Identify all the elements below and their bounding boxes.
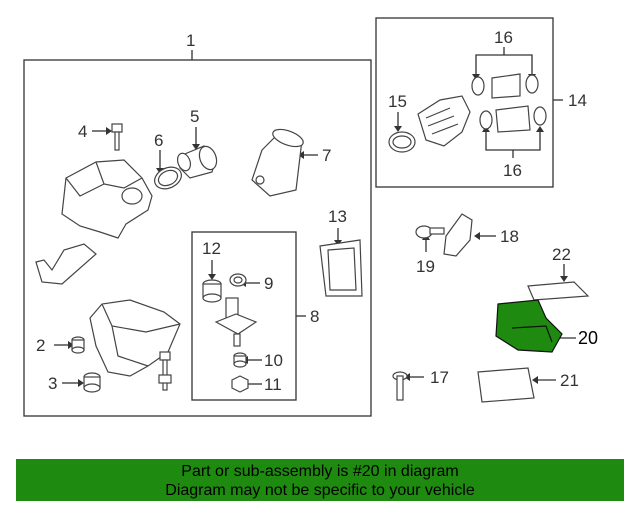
- callout-20: 20: [578, 328, 598, 348]
- callout-17: 17: [430, 368, 449, 387]
- bolt-19: [415, 225, 445, 239]
- pad-21: [477, 367, 535, 403]
- duct-13: [319, 239, 363, 297]
- callout-19: 19: [416, 257, 435, 276]
- hose-connector-5: [176, 145, 218, 179]
- nut-11: [231, 375, 249, 393]
- callout-9: 9: [264, 274, 273, 293]
- info-banner: Part or sub-assembly is #20 in diagram D…: [16, 459, 624, 501]
- assembly-14-frame: [375, 17, 554, 188]
- callout-10: 10: [264, 351, 283, 370]
- callout-6: 6: [154, 131, 163, 150]
- air-filter-7: [251, 128, 304, 197]
- clamp-15: [388, 131, 416, 153]
- callout-15: 15: [388, 92, 407, 111]
- clamp-16-upper-right: [525, 74, 539, 94]
- callout-4: 4: [78, 122, 87, 141]
- highlighted-part-20: [495, 299, 563, 353]
- callout-7: 7: [322, 146, 331, 165]
- assembly-1-frame: [23, 59, 372, 417]
- clamp-16-lower-left: [479, 110, 493, 130]
- callout-2: 2: [36, 336, 45, 355]
- sensor-8: [214, 297, 258, 347]
- callout-21: 21: [560, 371, 579, 390]
- callout-3: 3: [48, 374, 57, 393]
- bolt-17: [392, 371, 408, 401]
- callout-5: 5: [190, 107, 199, 126]
- grommet-9: [229, 273, 247, 287]
- hose-16-upper: [491, 73, 521, 99]
- grommet-3: [83, 372, 101, 393]
- callout-13: 13: [328, 207, 347, 226]
- clamp-16-upper-left: [471, 76, 485, 96]
- callout-14: 14: [568, 91, 587, 110]
- airbox-lower-housing: [89, 299, 181, 377]
- grommet-2: [71, 336, 85, 354]
- bracket-18: [443, 213, 473, 257]
- callout-16-bottom: 16: [503, 161, 522, 180]
- bolt-lower: [158, 351, 172, 391]
- callout-12: 12: [202, 239, 221, 258]
- bracket-left: [35, 243, 97, 285]
- hose-16-lower: [495, 105, 531, 133]
- callout-18: 18: [500, 227, 519, 246]
- grommet-10: [233, 352, 247, 368]
- trim-22: [527, 281, 590, 301]
- callout-22: 22: [552, 245, 571, 264]
- airbox-upper-housing: [61, 159, 153, 239]
- intake-hose-14: [417, 95, 471, 147]
- callout-11: 11: [264, 375, 282, 394]
- grommet-12: [202, 279, 222, 303]
- callout-16-top: 16: [494, 28, 513, 47]
- banner-line-2: Diagram may not be specific to your vehi…: [165, 482, 475, 499]
- seal-ring-6: [154, 166, 182, 190]
- callout-8: 8: [310, 307, 319, 326]
- callout-1: 1: [186, 31, 195, 50]
- banner-line-1: Part or sub-assembly is #20 in diagram: [181, 463, 459, 480]
- clamp-16-lower-right: [533, 106, 547, 126]
- bolt-4: [111, 123, 123, 151]
